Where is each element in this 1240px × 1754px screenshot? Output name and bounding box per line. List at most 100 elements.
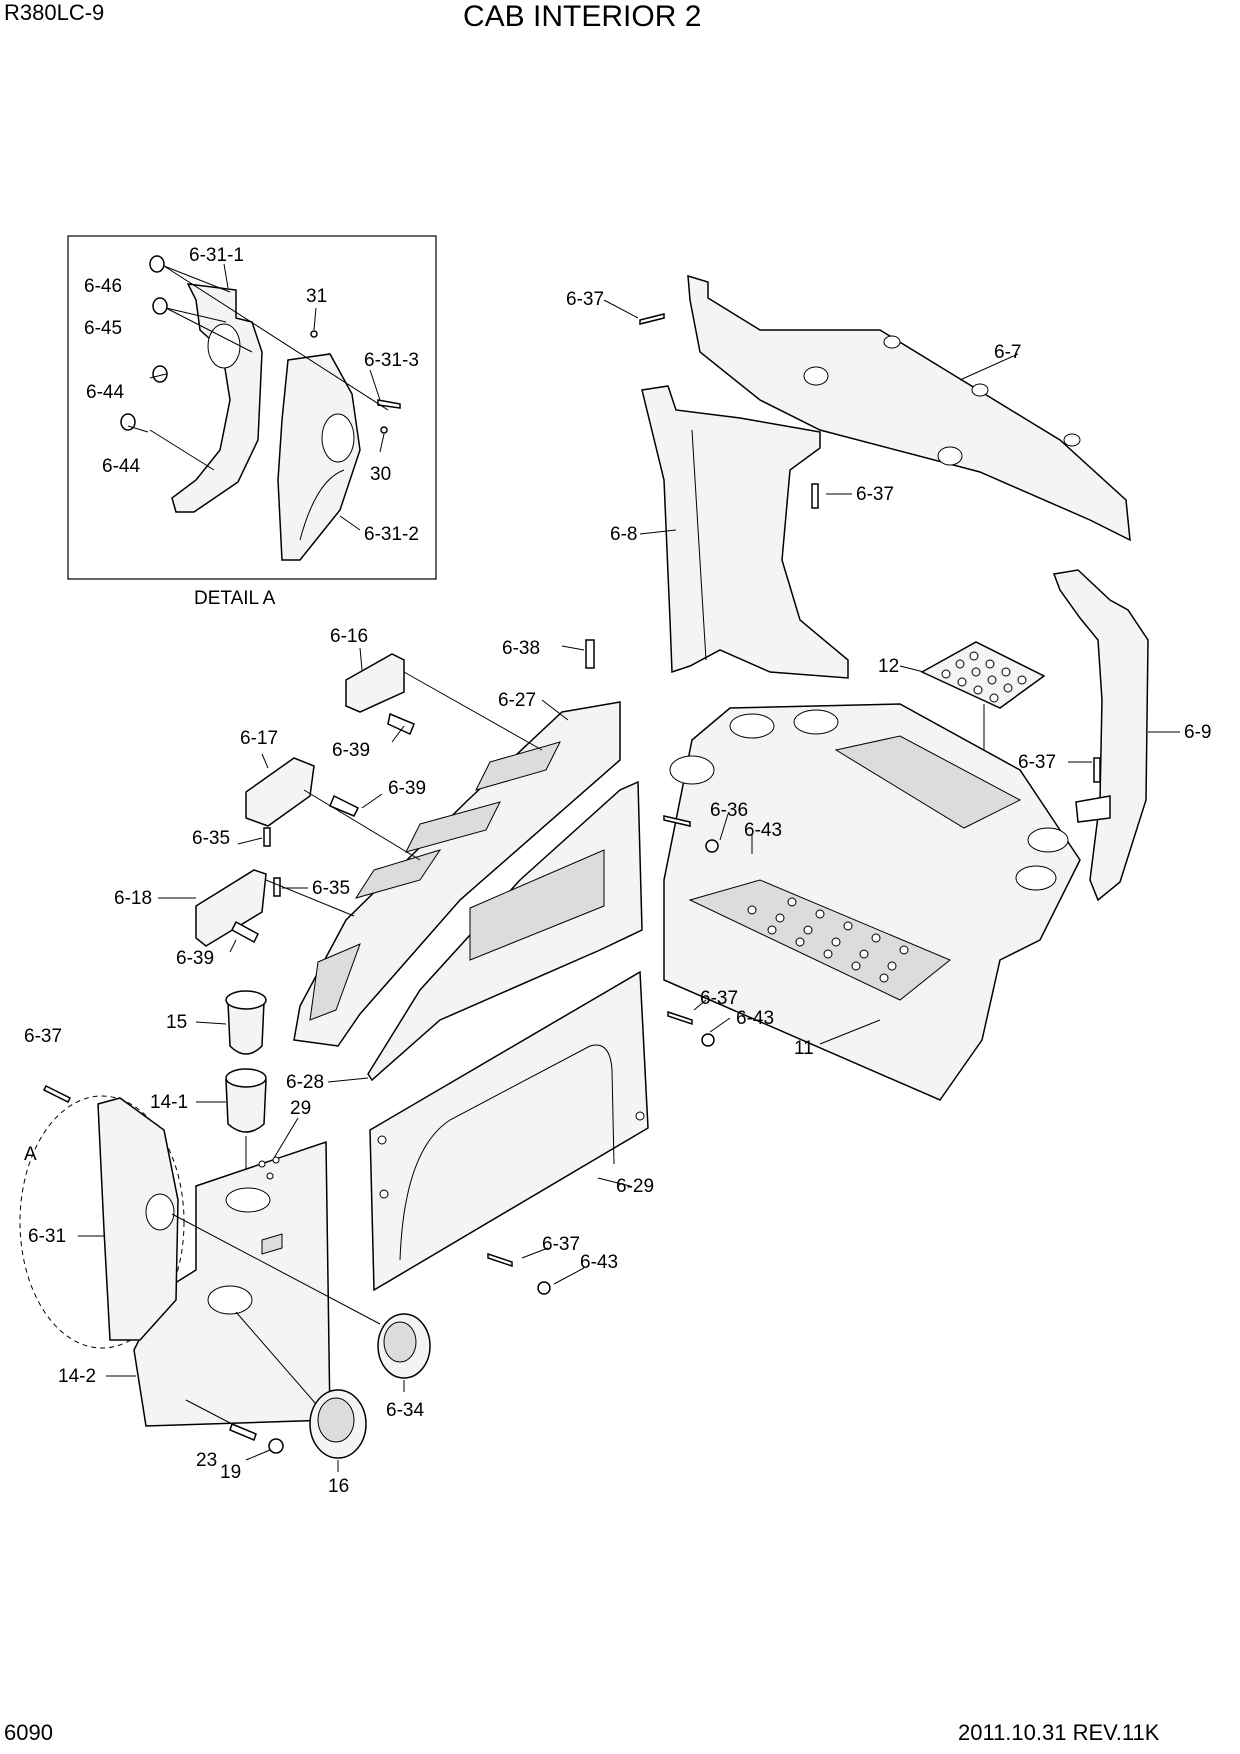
panel-6-29-contour (399, 1044, 615, 1261)
leader (223, 263, 229, 289)
callout-6-46: 6-46 (84, 276, 122, 297)
rail-hole (803, 366, 829, 386)
screw-6-35 (263, 827, 271, 847)
callout-6-8: 6-8 (610, 524, 637, 545)
detail-cap-6-44a (152, 365, 168, 383)
panel-hole (377, 1135, 387, 1145)
plug-6-43 (705, 839, 719, 853)
screw-6-37 (811, 483, 819, 509)
rail-hole (971, 383, 989, 397)
screw-6-36 (663, 815, 691, 827)
callout-6-31: 6-31 (28, 1226, 66, 1247)
callout-15: 15 (166, 1012, 187, 1033)
cup-15 (227, 1001, 265, 1055)
callout-14-2: 14-2 (58, 1366, 96, 1387)
leader (163, 265, 231, 293)
detail-a-marker: A (24, 1144, 37, 1165)
part-6-29-panel: 6-29 6-37 6-43 6-37 6-43 (369, 970, 774, 1295)
leader (313, 307, 317, 331)
leader (327, 1077, 369, 1083)
bolt-6-39 (231, 920, 259, 944)
housing-dot (258, 1160, 266, 1168)
callout-6-29: 6-29 (616, 1176, 654, 1197)
callout-6-17: 6-17 (240, 728, 278, 749)
leader (379, 433, 385, 453)
pillar-contour (691, 429, 707, 661)
callout-6-37: 6-37 (1018, 752, 1056, 773)
rail-hole (883, 335, 901, 349)
detail-panel-6-31-2 (277, 353, 361, 561)
plug-6-43 (701, 1033, 715, 1047)
detail-cap-6-44b (120, 413, 136, 431)
tray-cup-hole (729, 713, 775, 739)
leader (521, 1247, 549, 1259)
leader (361, 793, 383, 809)
part-6-31-duct: A 6-37 6-31 (19, 1026, 185, 1349)
leader (693, 999, 707, 1011)
bracket-6-16 (345, 653, 405, 713)
callout-6-44: 6-44 (102, 456, 140, 477)
detail-screw-6-31-3 (377, 399, 401, 409)
detail-a-frame (67, 235, 437, 580)
knob-16-face (317, 1397, 355, 1443)
callout-6-35: 6-35 (312, 878, 350, 899)
screw-6-37 (487, 1252, 513, 1268)
callout-6-39: 6-39 (176, 948, 214, 969)
part-6-9-pillar: 6-9 6-37 (1018, 569, 1211, 902)
bracket-6-17 (245, 757, 315, 827)
detail-cap-6-45 (152, 297, 168, 315)
leader (541, 699, 569, 721)
leader (639, 529, 677, 535)
screw-6-37 (667, 1010, 693, 1026)
callout-6-39: 6-39 (388, 778, 426, 799)
part-6-27-console: 6-27 6-38 (293, 638, 621, 1047)
leader (163, 265, 389, 411)
screw-23 (229, 1422, 257, 1442)
part-6-7-rail: 6-37 6-7 (566, 274, 1131, 542)
callout-6-37: 6-37 (24, 1026, 62, 1047)
part-14-2-housing: 29 14-2 (58, 1098, 331, 1427)
leader (597, 1177, 631, 1187)
callout-6-39: 6-39 (332, 740, 370, 761)
leader (391, 725, 405, 743)
screw-6-37 (42, 1084, 72, 1104)
detail-panel-opening (321, 413, 355, 463)
cup-14-1 (225, 1079, 267, 1133)
leader (359, 647, 363, 671)
bolt-6-39 (329, 794, 360, 817)
part-11-floor-tray: 6-36 6-43 11 (663, 703, 1081, 1101)
callout-11: 11 (794, 1038, 814, 1059)
part-6-28-panel: 6-28 (286, 780, 643, 1093)
leader (561, 645, 585, 651)
detail-panel-contour (299, 469, 345, 541)
console-slot (354, 849, 442, 899)
pillar-6-8 (641, 385, 849, 679)
callout-6-38: 6-38 (502, 638, 540, 659)
leader (237, 837, 263, 845)
leader (369, 369, 381, 401)
tray-recess (834, 735, 1022, 829)
callout-6-45: 6-45 (84, 318, 122, 339)
console-slot (309, 943, 361, 1021)
callout-29: 29 (290, 1098, 311, 1119)
callout-6-37: 6-37 (542, 1234, 580, 1255)
callout-6-31-1: 6-31-1 (189, 245, 244, 266)
leader (185, 1399, 233, 1425)
leader (235, 1311, 317, 1405)
pillar-6-9 (1052, 569, 1149, 902)
tray-cup-hole (669, 755, 715, 785)
screw-6-37 (1093, 757, 1101, 783)
console-slot (405, 801, 501, 853)
callout-6-43: 6-43 (736, 1008, 774, 1029)
detail-part-31 (310, 330, 318, 338)
leader (959, 353, 1019, 381)
housing-dot (266, 1172, 274, 1180)
leader (149, 373, 167, 379)
callout-16: 16 (328, 1476, 349, 1497)
part-6-8-pillar: 6-37 6-8 (610, 385, 894, 679)
plug-19 (268, 1438, 284, 1454)
leader (553, 1267, 585, 1285)
model-number: R380LC-9 (4, 0, 105, 25)
housing-vent-hole (207, 1285, 253, 1315)
tray-cup-hole (793, 709, 839, 735)
